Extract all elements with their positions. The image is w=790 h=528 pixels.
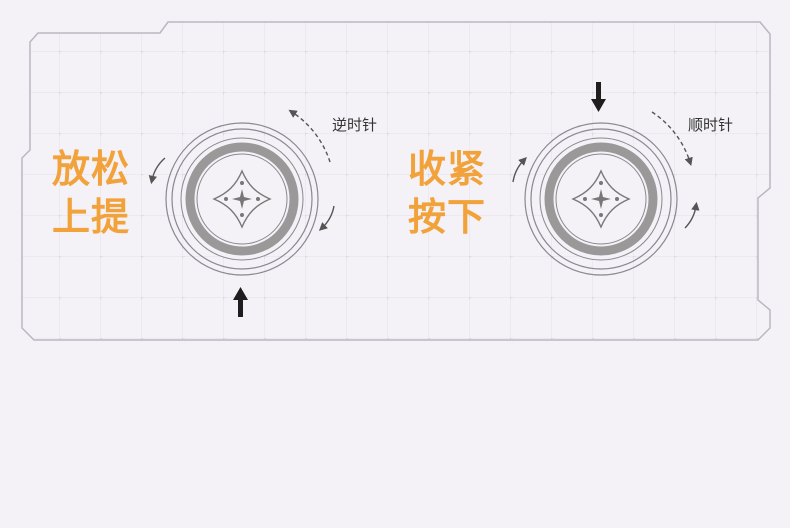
right-rotation-arrows bbox=[512, 111, 700, 229]
loosen-label: 放松 bbox=[52, 147, 131, 191]
down-arrow-icon bbox=[591, 82, 606, 112]
up-arrow-icon bbox=[233, 287, 248, 317]
counterclockwise-label: 逆时针 bbox=[332, 116, 378, 134]
press-label: 按下 bbox=[408, 195, 487, 239]
right-knob bbox=[524, 122, 678, 276]
tighten-label: 收紧 bbox=[408, 147, 487, 191]
left-knob bbox=[165, 122, 319, 276]
lift-label: 上提 bbox=[52, 195, 131, 239]
clockwise-label: 顺时针 bbox=[688, 116, 734, 134]
left-rotation-arrows bbox=[148, 109, 335, 231]
